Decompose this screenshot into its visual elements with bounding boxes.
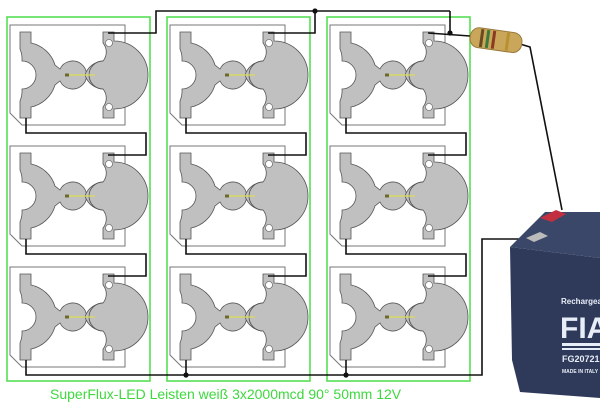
superflux-led-module: [9, 24, 149, 126]
led-strip-outline: [326, 16, 471, 382]
led-strip-outline: [166, 16, 311, 382]
battery-front-face: [510, 247, 600, 398]
battery-origin-text: MADE IN ITALY: [562, 369, 599, 375]
series-wire: [185, 118, 307, 156]
superflux-led-module: [169, 145, 309, 247]
battery-label-text: Rechargeab: [561, 297, 600, 306]
superflux-led-module: [329, 266, 469, 368]
superflux-led-module: [329, 145, 469, 247]
series-wire: [345, 239, 467, 277]
diagram-caption: SuperFlux-LED Leisten weiß 3x2000mcd 90°…: [50, 386, 402, 402]
superflux-led-module: [169, 24, 309, 126]
series-wire: [185, 239, 307, 277]
battery-stripe: [562, 343, 600, 346]
resistor-lead-wire: [519, 43, 563, 211]
battery-top-face: [510, 212, 600, 258]
positive-bus-wire: [268, 11, 316, 34]
positive-bus-wire: [108, 10, 450, 34]
battery-brand-logo: FIA: [560, 312, 600, 345]
junction-dot: [447, 30, 453, 36]
series-wire: [25, 239, 147, 277]
resistor: [469, 27, 523, 53]
superflux-led-module: [9, 145, 149, 247]
series-wire: [345, 118, 467, 156]
superflux-led-module: [169, 266, 309, 368]
junction-dot: [183, 372, 189, 378]
superflux-led-module: [9, 266, 149, 368]
battery-positive-terminal: [540, 210, 566, 222]
negative-bus-wire: [25, 238, 540, 376]
battery-model-text: FG20721: [562, 354, 600, 364]
superflux-led-module: [329, 24, 469, 126]
junction-dot: [312, 8, 318, 14]
series-wire: [25, 118, 147, 156]
battery-negative-terminal: [526, 232, 548, 242]
junction-dot: [343, 372, 349, 378]
battery-stripe: [562, 348, 600, 350]
led-strip-outline: [6, 16, 151, 382]
